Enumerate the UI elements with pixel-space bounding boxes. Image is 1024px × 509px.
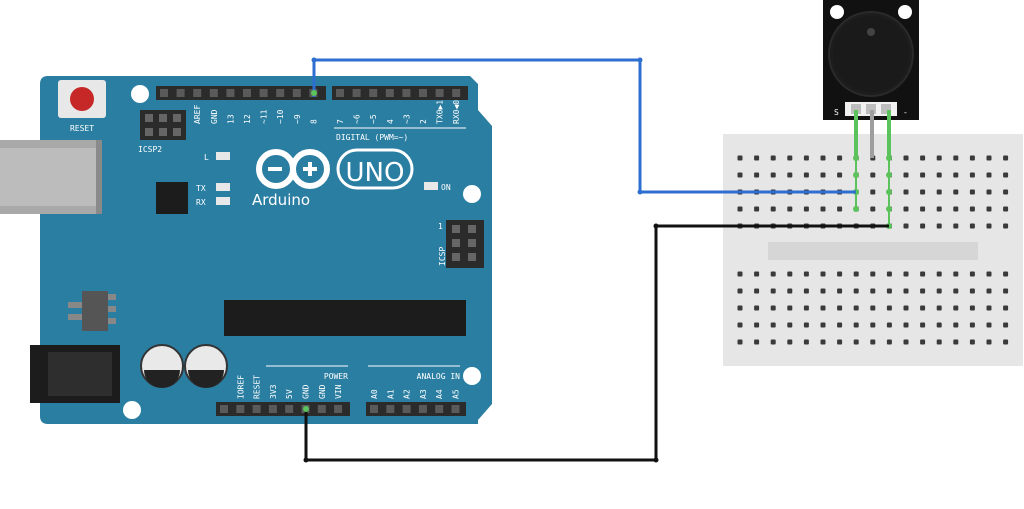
power-pin-label: GND	[318, 384, 327, 399]
capacitor	[140, 344, 184, 388]
analog-pin-label: A3	[419, 389, 428, 399]
icsp-pin1-label: 1	[438, 222, 443, 231]
analog-pin-label: A2	[403, 389, 412, 399]
module-pin-minus-label: -	[903, 108, 908, 117]
mounting-hole	[123, 401, 141, 419]
mounting-hole	[131, 85, 149, 103]
power-pin-label: RESET	[253, 375, 262, 399]
capacitor	[184, 344, 228, 388]
digital-pin-label: ~3	[402, 114, 411, 124]
digital-header-right	[332, 86, 468, 100]
digital-pin-label: GND	[210, 109, 219, 124]
arduino-logo-icon	[256, 148, 414, 190]
breadboard-center-channel	[768, 242, 978, 260]
power-pin-label: 5V	[285, 389, 294, 399]
led-rx-label: RX	[196, 198, 206, 207]
analog-pin-label: A5	[452, 389, 461, 399]
power-label: POWER	[324, 372, 348, 381]
mounting-hole	[463, 185, 481, 203]
buzzer-module: S -	[823, 0, 919, 120]
board-pcb	[40, 76, 492, 424]
icsp-label: ICSP	[438, 247, 447, 266]
digital-pin-labels: AREF GND 13 12 ~11 ~10 ~9 8 7 ~6 ~5 4 ~3 2 TX0▶1 RX0◀0	[193, 100, 461, 124]
digital-pin-label: ~6	[353, 114, 362, 124]
mounting-hole	[830, 5, 844, 19]
led-tx-label: TX	[196, 184, 206, 193]
led-l	[216, 152, 230, 160]
digital-pin-label: ~10	[276, 109, 285, 124]
analog-pin-label: A0	[370, 389, 379, 399]
model-label: UNO	[346, 158, 405, 188]
analog-label: ANALOG IN	[417, 372, 461, 381]
digital-pin-label: 13	[226, 114, 235, 124]
on-label: ON	[441, 183, 451, 192]
pin-8-connection	[311, 90, 317, 96]
power-pin-label: 3V3	[269, 384, 278, 399]
usb-chip	[156, 182, 188, 214]
digital-pin-label: 12	[243, 114, 252, 124]
mounting-hole	[463, 367, 481, 385]
analog-pin-label: A1	[386, 389, 395, 399]
digital-pin-label: 8	[309, 119, 318, 124]
icsp2-header	[140, 110, 186, 140]
power-pin-label: VIN	[334, 384, 343, 399]
digital-pin-label: AREF	[193, 105, 202, 124]
led-l-label: L	[204, 153, 209, 162]
power-pin-label: GND	[302, 384, 311, 399]
icsp2-label: ICSP2	[138, 145, 162, 154]
gnd-pin-connection	[303, 406, 309, 412]
analog-pin-label: A4	[435, 389, 444, 399]
digital-pin-label: 4	[386, 119, 395, 124]
digital-pin-label: ~9	[293, 114, 302, 124]
power-header	[216, 402, 350, 416]
voltage-regulator	[68, 291, 116, 331]
digital-pin-label: 7	[336, 119, 345, 124]
power-pin-label: IOREF	[236, 375, 245, 399]
reset-button-cap[interactable]	[70, 87, 94, 111]
module-pin-s-label: S	[834, 108, 839, 117]
digital-pin-label: ~5	[369, 114, 378, 124]
mounting-hole	[898, 5, 912, 19]
digital-pin-label: TX0▶1	[436, 100, 445, 124]
breadboard	[723, 134, 1023, 366]
microcontroller-chip	[224, 300, 466, 336]
digital-pin-label: ~11	[260, 109, 269, 124]
analog-pin-labels: A0 A1 A2 A3 A4 A5	[370, 389, 461, 399]
led-rx	[216, 197, 230, 205]
analog-header	[366, 402, 466, 416]
brand-label: Arduino	[252, 191, 310, 209]
digital-pin-label: 2	[419, 119, 428, 124]
icsp-header	[446, 220, 484, 268]
reset-label: RESET	[70, 124, 94, 133]
power-pin-labels: IOREF RESET 3V3 5V GND GND VIN	[236, 375, 343, 399]
led-on	[424, 182, 438, 190]
digital-label: DIGITAL (PWM=~)	[336, 133, 408, 142]
digital-pin-label: RX0◀0	[452, 100, 461, 124]
led-tx	[216, 183, 230, 191]
